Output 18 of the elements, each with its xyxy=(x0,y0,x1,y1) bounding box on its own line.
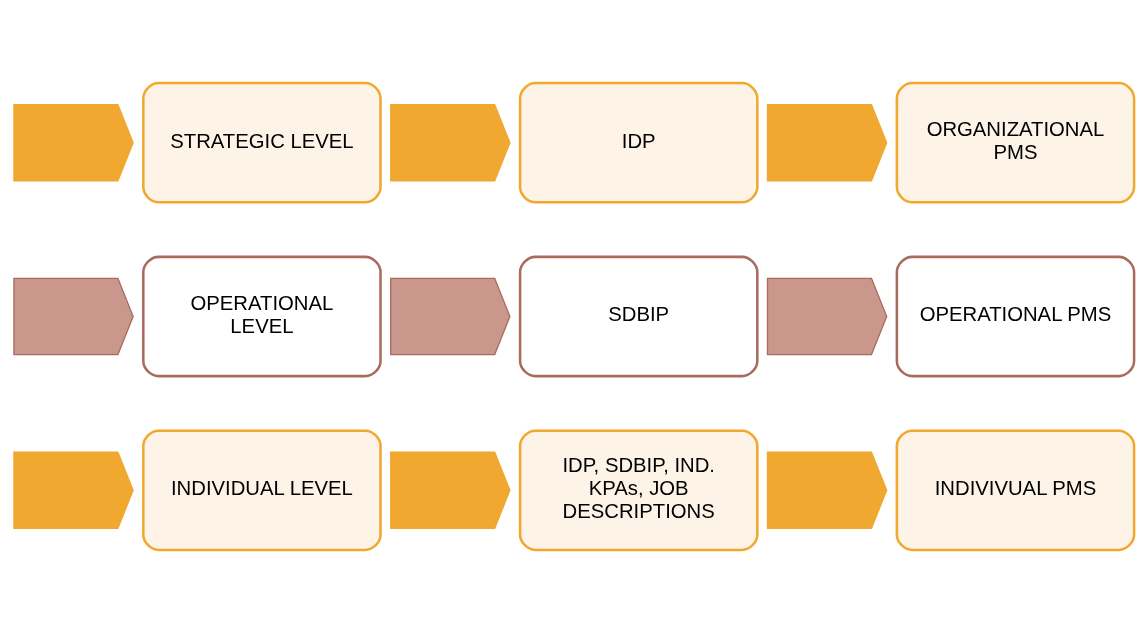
node-chevron xyxy=(390,277,511,355)
node-box: STRATEGIC LEVEL xyxy=(142,81,382,204)
node-chevron xyxy=(13,451,134,529)
node-chevron xyxy=(390,451,511,529)
node-chevron xyxy=(13,277,134,355)
node-chevron xyxy=(390,103,511,181)
node-box: SDBIP xyxy=(518,255,759,377)
node-chevron xyxy=(13,103,134,181)
node-box: INDIVIVUAL PMS xyxy=(895,428,1136,551)
node-box: OPERATIONAL LEVEL xyxy=(142,255,382,377)
node-box: IDP xyxy=(518,81,759,204)
node-box: ORGANIZATIONAL PMS xyxy=(895,81,1136,204)
node-chevron xyxy=(766,451,888,529)
node-box: IDP, SDBIP, IND. KPAs, JOB DESCRIPTIONS xyxy=(518,428,759,551)
node-chevron xyxy=(766,103,888,181)
node-box: OPERATIONAL PMS xyxy=(895,255,1136,377)
node-chevron xyxy=(766,277,888,355)
node-box: INDIVIDUAL LEVEL xyxy=(142,428,382,551)
